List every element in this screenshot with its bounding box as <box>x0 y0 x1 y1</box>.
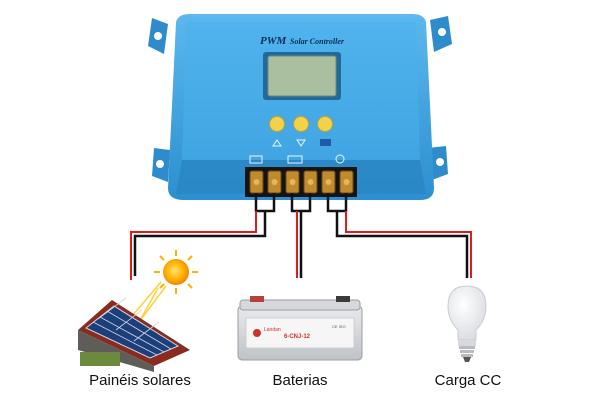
load-wire-negative <box>335 211 469 278</box>
terminal-symbols <box>249 154 345 164</box>
battery-symbol-icon <box>287 155 303 164</box>
sun-rays <box>131 281 167 325</box>
mount-hole <box>438 28 446 36</box>
lcd-display <box>267 55 337 97</box>
down-arrow-icon <box>296 139 306 147</box>
load-wire-positive <box>345 211 472 278</box>
battery-badge: CE ISO <box>332 324 346 329</box>
up-button[interactable] <box>269 116 285 132</box>
panel-symbol-icon <box>249 155 263 164</box>
battery-terminal <box>250 296 264 302</box>
controller-brand: PWM <box>260 35 288 47</box>
panel-wire-negative <box>133 211 267 276</box>
bulb-symbol-icon <box>335 154 345 164</box>
battery-brand: Landan <box>264 327 281 333</box>
light-bulb-image <box>447 285 487 362</box>
mount-hole <box>436 158 444 166</box>
battery-logo-icon <box>253 329 261 337</box>
wiring <box>130 193 472 280</box>
controller-title: Solar Controller <box>290 37 345 46</box>
solar-panels-label: Painéis solares <box>89 372 191 389</box>
dc-load-label: Carga CC <box>434 372 502 389</box>
menu-button[interactable] <box>317 116 333 132</box>
terminal-block <box>245 167 357 197</box>
battery-label: Baterias <box>272 372 328 389</box>
down-button[interactable] <box>293 116 309 132</box>
mount-hole <box>154 32 162 40</box>
mount-hole <box>156 160 164 168</box>
sun-icon <box>154 250 198 294</box>
solar-charge-controller: PWM Solar Controller <box>148 14 452 200</box>
solar-panels-image <box>78 297 190 372</box>
up-arrow-icon <box>272 139 282 147</box>
panel-wire-positive <box>130 211 257 280</box>
menu-icon <box>320 139 331 146</box>
battery-image: Landan 6-CNJ-12 CE ISO <box>237 296 363 361</box>
battery-terminal <box>336 296 350 302</box>
battery-model: 6-CNJ-12 <box>284 334 311 340</box>
